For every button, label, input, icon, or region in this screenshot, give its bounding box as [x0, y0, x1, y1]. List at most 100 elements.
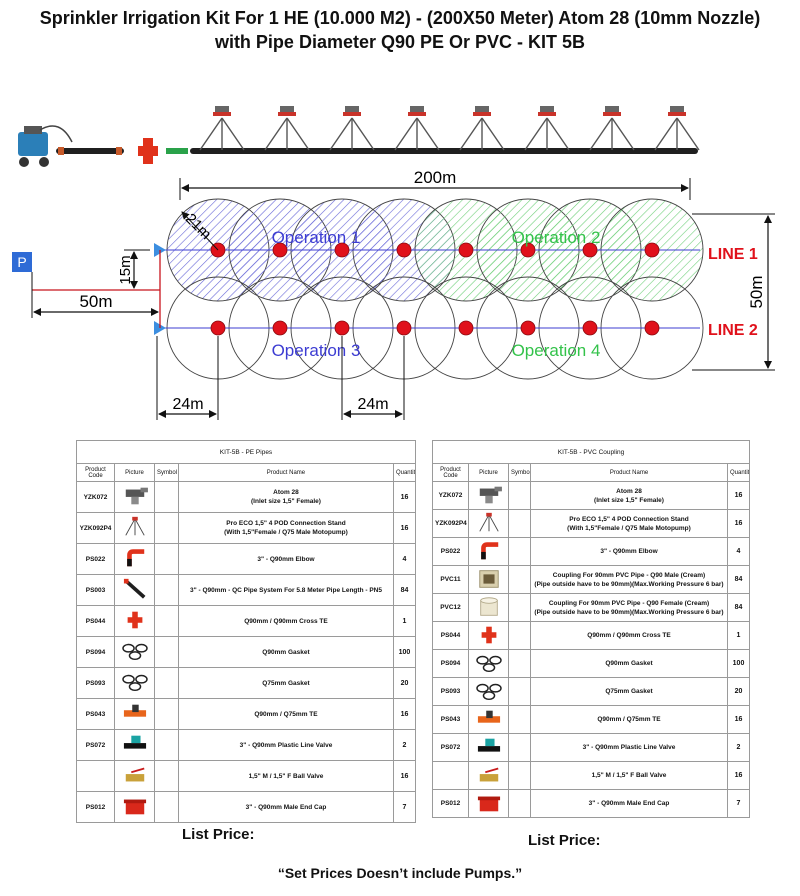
product-code: PS012 [432, 789, 469, 818]
product-symbol [508, 705, 531, 734]
product-name: Q90mm / Q75mm TE [530, 705, 728, 734]
product-picture [468, 705, 509, 734]
product-symbol [154, 574, 179, 606]
ball-valve-icon [125, 767, 144, 782]
col-header-qty: Quantity [727, 463, 750, 482]
tripod-sprinkler-icon [524, 106, 570, 151]
product-symbol [508, 509, 531, 538]
tripod-sprinkler-icon [394, 106, 440, 151]
col-header-code: Product Code [432, 463, 469, 482]
product-quantity: 20 [727, 677, 750, 706]
te-icon [477, 710, 500, 723]
product-name: 3" - Q90mm Male End Cap [530, 789, 728, 818]
product-symbol [154, 667, 179, 699]
table-caption: KIT-5B - PVC Coupling [432, 440, 750, 464]
title-line-2: with Pipe Diameter Q90 PE Or PVC - KIT 5… [214, 32, 586, 52]
lateral-pipe-icon [190, 148, 698, 154]
end-cap-icon [123, 799, 146, 815]
product-code: YZK072 [432, 481, 469, 510]
col-header-name: Product Name [530, 463, 728, 482]
sprinkler-point [272, 320, 288, 336]
dim-200m-label: 200m [414, 168, 457, 187]
product-symbol [154, 605, 179, 637]
product-quantity: 20 [392, 667, 417, 699]
table-row: YZK092P4 Pro ECO 1,5" 4 POD Connection St… [76, 512, 417, 544]
product-symbol [508, 649, 531, 678]
dimension-15m: 15m [117, 249, 150, 289]
product-picture [114, 481, 155, 513]
product-picture [114, 543, 155, 575]
operation-2-label: Operation 2 [512, 228, 601, 247]
product-name-line-2: (With 1,5"Female / Q75 Male Motopump) [567, 524, 691, 532]
product-name-line-1: Atom 28 [616, 487, 642, 495]
dimension-24m-b: 24m [341, 336, 405, 420]
product-name-line-1: Q90mm Gasket [605, 660, 653, 667]
product-quantity: 16 [727, 705, 750, 734]
product-name: 1,5" M / 1,5" F Ball Valve [178, 760, 394, 792]
valve-segment-icon [166, 148, 188, 154]
product-quantity: 7 [727, 789, 750, 818]
product-symbol [154, 543, 179, 575]
product-symbol [508, 593, 531, 622]
product-quantity: 4 [392, 543, 417, 575]
sprinkler-point [396, 242, 412, 258]
product-code: PS072 [432, 733, 469, 762]
line-1-label: LINE 1 [708, 246, 758, 263]
valve-icon [123, 735, 146, 749]
operation-4-label: Operation 4 [512, 341, 601, 360]
product-code: PS093 [432, 677, 469, 706]
tripod-sprinkler-icon [329, 106, 375, 151]
product-symbol [508, 565, 531, 594]
elbow-icon [126, 549, 144, 567]
list-price-right: List Price: [528, 832, 601, 849]
product-name-line-1: 1,5" M / 1,5" F Ball Valve [591, 772, 667, 779]
product-quantity: 16 [392, 698, 417, 730]
product-code: PS094 [76, 636, 115, 668]
dimension-24m-a: 24m [156, 336, 219, 420]
gasket-icon [475, 655, 502, 672]
product-code: YZK092P4 [76, 512, 115, 544]
product-name: Q75mm Gasket [530, 677, 728, 706]
product-name-line-1: Q90mm / Q90mm Cross TE [587, 632, 671, 639]
product-picture [468, 677, 509, 706]
sprinkler-point [644, 320, 660, 336]
product-symbol [508, 761, 531, 790]
product-code: PS044 [432, 621, 469, 650]
coverage-circles-line-1 [166, 198, 704, 302]
gasket-icon [475, 683, 502, 700]
product-name: 3" - Q90mm Plastic Line Valve [530, 733, 728, 762]
product-picture [114, 760, 155, 792]
product-name: Q90mm Gasket [530, 649, 728, 678]
product-name-line-1: 3" - Q90mm Plastic Line Valve [239, 741, 333, 749]
dimension-50m-vertical: 50m [692, 213, 775, 371]
product-quantity: 2 [727, 733, 750, 762]
dim-24m-b-label: 24m [357, 396, 388, 413]
product-quantity: 16 [392, 760, 417, 792]
product-name: Atom 28(Inlet size 1,5" Female) [178, 481, 394, 513]
product-name-line-1: Q90mm / Q90mm Cross TE [244, 617, 328, 625]
product-code: YZK092P4 [432, 509, 469, 538]
supply-pipe [32, 250, 161, 328]
product-name: Q90mm / Q90mm Cross TE [178, 605, 394, 637]
list-price-left: List Price: [182, 826, 255, 843]
product-code: PS094 [432, 649, 469, 678]
product-code [432, 761, 469, 790]
operation-1-label: Operation 1 [272, 228, 361, 247]
product-picture [468, 649, 509, 678]
product-name-line-2: (With 1,5"Female / Q75 Male Motopump) [224, 529, 348, 536]
product-code: PS093 [76, 667, 115, 699]
valve-icon [477, 738, 500, 752]
motopump-icon [18, 125, 73, 167]
irrigation-layout-diagram: 200m 21m [12, 106, 775, 420]
product-quantity: 7 [392, 791, 417, 823]
product-name: Pro ECO 1,5" 4 POD Connection Stand(With… [178, 512, 394, 544]
